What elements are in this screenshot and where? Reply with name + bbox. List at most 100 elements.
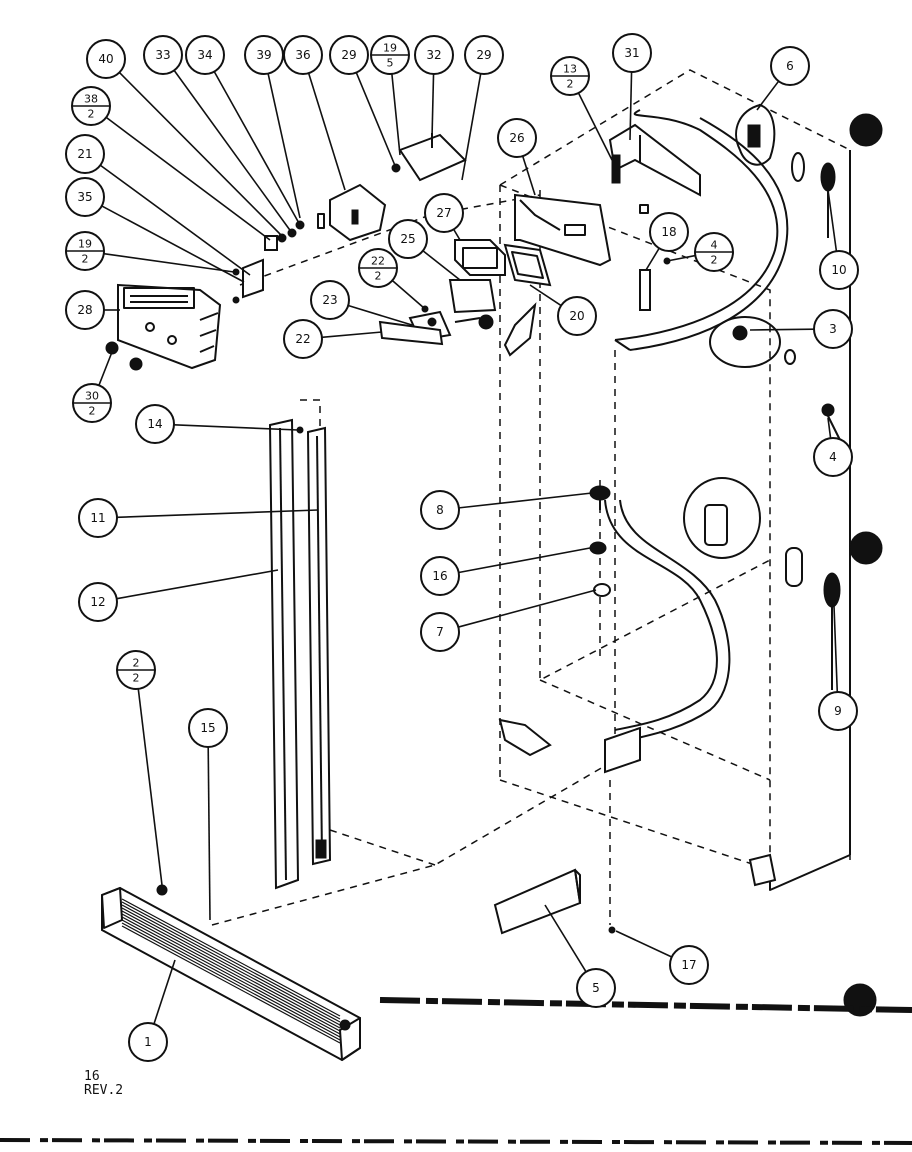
- callout-number: 28: [77, 303, 92, 317]
- callout-circle: [420, 556, 460, 596]
- callout-circle: [813, 437, 853, 477]
- grille-louvre: [121, 922, 341, 1041]
- callout-number: 16: [432, 569, 447, 583]
- callout-circle: [128, 1022, 168, 1062]
- callout-19-2: 192: [65, 231, 105, 271]
- leader-line-36: [307, 72, 346, 191]
- callout-number: 22: [295, 332, 310, 346]
- leader-line-1: [153, 959, 176, 1025]
- clip-21: [242, 258, 264, 299]
- leader-line-34: [213, 71, 301, 226]
- funnel-left: [503, 302, 537, 357]
- callout-quantity: 2: [82, 253, 89, 266]
- callout-number: 33: [155, 48, 170, 62]
- grille-louvre: [121, 898, 341, 1017]
- callout-circle: [497, 118, 537, 158]
- bracket-32: [391, 133, 467, 182]
- callout-14: 14: [135, 404, 175, 444]
- callout-number: 30: [85, 390, 99, 403]
- callout-number: 38: [84, 93, 98, 106]
- callout-7: 7: [420, 612, 460, 652]
- callout-number: 2: [133, 657, 140, 670]
- leader-line-9: [833, 605, 839, 693]
- callout-number: 21: [77, 147, 92, 161]
- callout-circle: [649, 212, 689, 252]
- callout-circle: [188, 708, 228, 748]
- grille-louvre: [121, 913, 341, 1032]
- leader-line-30-2: [98, 351, 113, 386]
- washer-7: [593, 583, 611, 597]
- callout-number: 9: [834, 704, 842, 718]
- screws-39-34-33-40: [264, 220, 305, 251]
- callout-number: 35: [77, 190, 92, 204]
- callout-33: 33: [143, 35, 183, 75]
- callout-22: 22: [283, 319, 323, 359]
- callout-number: 22: [371, 255, 385, 268]
- breaker-strip-12: [268, 418, 300, 890]
- hinge-bracket-right: [748, 853, 777, 887]
- callout-number: 17: [681, 958, 696, 972]
- callout-circle: [65, 134, 105, 174]
- callout-number: 31: [624, 46, 639, 60]
- hinge-bracket-left: [498, 718, 552, 757]
- callout-circle: [576, 968, 616, 1008]
- callout-11: 11: [78, 498, 118, 538]
- leader-line-13-2: [577, 92, 613, 161]
- leader-lines: [98, 69, 839, 1025]
- leader-line-4: [827, 417, 832, 439]
- water-valve-8: [589, 485, 611, 510]
- callout-circle: [813, 309, 853, 349]
- center-mullion: [604, 726, 641, 774]
- callout-number: 4: [711, 239, 718, 252]
- callout-circle: [464, 35, 504, 75]
- callout-number: 19: [383, 42, 397, 55]
- callout-circle: [329, 35, 369, 75]
- callout-2-2: 22: [116, 650, 156, 690]
- callout-26: 26: [497, 118, 537, 158]
- callout-number: 4: [829, 450, 837, 464]
- bulb-4: [821, 403, 841, 441]
- callout-31: 31: [612, 33, 652, 73]
- callout-circle: [86, 39, 126, 79]
- callout-circle: [78, 582, 118, 622]
- leader-line-31: [629, 71, 633, 141]
- dispenser-housing-26: [514, 193, 612, 267]
- callout-number: 29: [341, 48, 356, 62]
- callout-circle: [420, 612, 460, 652]
- callout-number: 18: [661, 225, 676, 239]
- callout-number: 6: [786, 59, 794, 73]
- leader-line-29b: [461, 73, 482, 181]
- callout-29a: 29: [329, 35, 369, 75]
- leader-line-19-5: [391, 73, 401, 156]
- callout-number: 3: [829, 322, 837, 336]
- scan-edge-noise: [0, 997, 912, 1145]
- leader-line-38-2: [105, 116, 271, 241]
- switch-housing-6: [735, 104, 805, 182]
- callout-circle: [143, 35, 183, 75]
- callout-circle: [424, 193, 464, 233]
- leader-line-29a: [355, 72, 397, 169]
- screw-17: [608, 926, 616, 934]
- leader-line-27: [452, 228, 461, 241]
- callout-30-2: 302: [72, 383, 112, 423]
- callout-number: 11: [90, 511, 105, 525]
- page-number: 16: [84, 1069, 100, 1084]
- callout-circle: [818, 691, 858, 731]
- callout-number: 39: [256, 48, 271, 62]
- callout-3: 3: [813, 309, 853, 349]
- callout-35: 35: [65, 177, 105, 217]
- callout-39: 39: [244, 35, 284, 75]
- callout-number: 34: [197, 48, 212, 62]
- leader-line-10: [827, 189, 838, 252]
- light-housing-upper: [709, 316, 796, 368]
- callout-16: 16: [420, 556, 460, 596]
- leader-line-3: [749, 328, 815, 331]
- callout-15: 15: [188, 708, 228, 748]
- callout-circle: [770, 46, 810, 86]
- leader-line-39: [267, 73, 301, 219]
- grille-louvre: [121, 916, 341, 1035]
- callout-number: 29: [476, 48, 491, 62]
- leader-line-32: [431, 73, 435, 139]
- callout-circle: [185, 35, 225, 75]
- bracket-31: [608, 123, 701, 214]
